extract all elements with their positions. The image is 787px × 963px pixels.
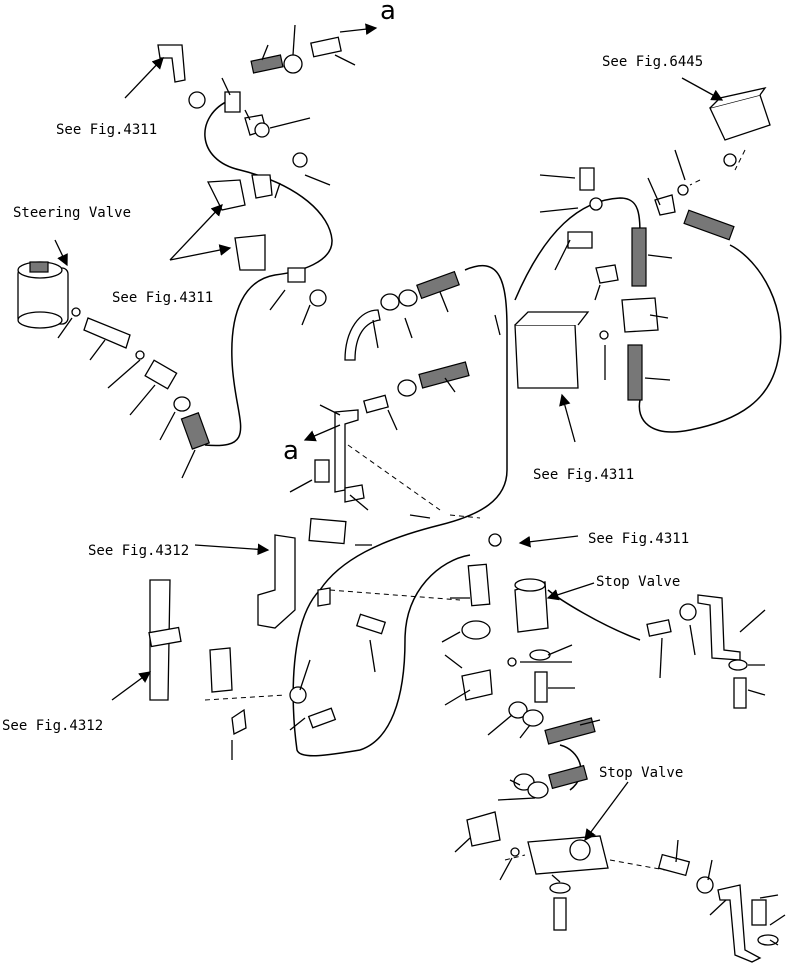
stop-valve-1-bracket [646,594,748,709]
label-see-fig-4311-low: See Fig.4311 [588,531,690,547]
label-see-fig-4311-mid: See Fig.4311 [112,290,214,306]
assembly-lines [204,149,746,871]
label-stop-valve-2: Stop Valve [599,765,684,781]
ref-mark-a-top: a [380,0,396,26]
right-upper-group [514,86,771,401]
leader-lines [57,24,786,946]
steering-fittings [71,307,211,450]
label-see-fig-4312-left: See Fig.4312 [2,718,104,734]
mid-brackets [206,152,327,307]
hose-lines [204,99,782,791]
steering-valve [17,261,69,329]
label-steering-valve: Steering Valve [13,205,132,221]
lower-bracket [148,534,387,735]
stop-valve-1 [461,533,596,745]
label-stop-valve-1: Stop Valve [596,574,681,590]
label-see-fig-4311-right: See Fig.4311 [533,467,635,483]
label-see-fig-6445: See Fig.6445 [602,54,704,70]
label-see-fig-4311-top: See Fig.4311 [56,122,158,138]
stop-valve-2-bracket [657,853,779,963]
ref-mark-a-mid: a [283,436,299,466]
pointer-arrows [54,23,724,842]
stop-valve-2 [466,764,609,931]
label-see-fig-4312-mid: See Fig.4312 [88,543,190,559]
center-fittings [308,270,470,545]
top-bracket [157,36,342,138]
